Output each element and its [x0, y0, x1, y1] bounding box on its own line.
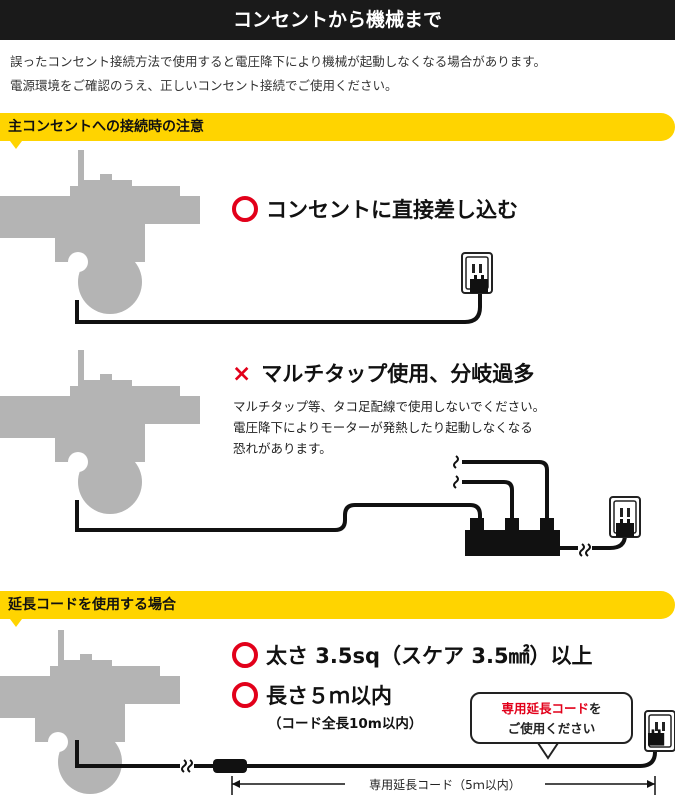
length-label: 長さ５ｍ以内	[266, 684, 392, 708]
ng-description: マルチタップ等、タコ足配線で使用しないでください。 電圧降下によりモーターが発熱…	[233, 396, 663, 459]
section-banner-extension-cord: 延長コードを使用する場合	[0, 591, 675, 627]
dedicated-cord-callout: 専用延長コードを ご使用ください	[470, 692, 633, 744]
machine-illustration	[0, 630, 180, 794]
intro-line-2: 電源環境をご確認のうえ、正しいコンセント接続でご使用ください。	[10, 78, 398, 93]
cord-length-text: 長さ５ｍ以内	[232, 680, 392, 710]
power-cord	[75, 740, 180, 768]
circle-ok-icon	[232, 642, 258, 668]
extension-cord	[247, 745, 657, 768]
callout-suffix: を	[589, 701, 602, 716]
ng-multitap-text: × マルチタップ使用、分岐過多	[232, 358, 534, 388]
banner-pointer	[10, 619, 22, 627]
ok-label: コンセントに直接差し込む	[266, 198, 518, 222]
thickness-label: 太さ 3.5sq（スケア 3.5㎟）以上	[266, 644, 593, 668]
cord-thickness-text: 太さ 3.5sq（スケア 3.5㎟）以上	[232, 640, 593, 670]
cord-length-label: 専用延長コード（5ｍ以内）	[345, 776, 545, 793]
ng-desc-line-3: 恐れがあります。	[233, 441, 332, 456]
intro-line-1: 誤ったコンセント接続方法で使用すると電圧降下により機械が起動しなくなる場合があり…	[10, 54, 547, 69]
cross-ng-icon: ×	[232, 361, 252, 387]
multi-tap-icon	[453, 455, 560, 556]
ng-label: マルチタップ使用、分岐過多	[261, 362, 535, 386]
circle-ok-icon	[232, 682, 258, 708]
circle-ok-icon	[232, 196, 258, 222]
section-banner-main-outlet: 主コンセントへの接続時の注意	[0, 113, 675, 149]
ng-desc-line-1: マルチタップ等、タコ足配線で使用しないでください。	[233, 399, 546, 414]
power-cord	[75, 500, 482, 532]
machine-illustration	[0, 350, 200, 514]
section-title: 主コンセントへの接続時の注意	[8, 119, 204, 135]
cord-length-note: （コード全長10m以内）	[268, 716, 423, 732]
callout-line-1: 専用延長コードを	[472, 699, 631, 719]
cord-connector-icon	[213, 759, 247, 773]
ok-direct-plug-text: コンセントに直接差し込む	[232, 194, 518, 224]
callout-highlight: 専用延長コード	[501, 701, 589, 716]
banner-bar	[0, 591, 675, 619]
page-header: コンセントから機械まで	[0, 0, 675, 40]
machine-illustration	[0, 150, 200, 314]
section-title: 延長コードを使用する場合	[8, 597, 176, 613]
intro-text: 誤ったコンセント接続方法で使用すると電圧降下により機械が起動しなくなる場合があり…	[10, 50, 670, 98]
banner-bar	[0, 113, 675, 141]
power-cord	[75, 290, 482, 324]
callout-line-2: ご使用ください	[507, 721, 596, 736]
bubble-tail	[537, 742, 559, 760]
ng-desc-line-2: 電圧降下によりモーターが発熱したり起動しなくなる	[233, 420, 533, 435]
banner-pointer	[10, 141, 22, 149]
